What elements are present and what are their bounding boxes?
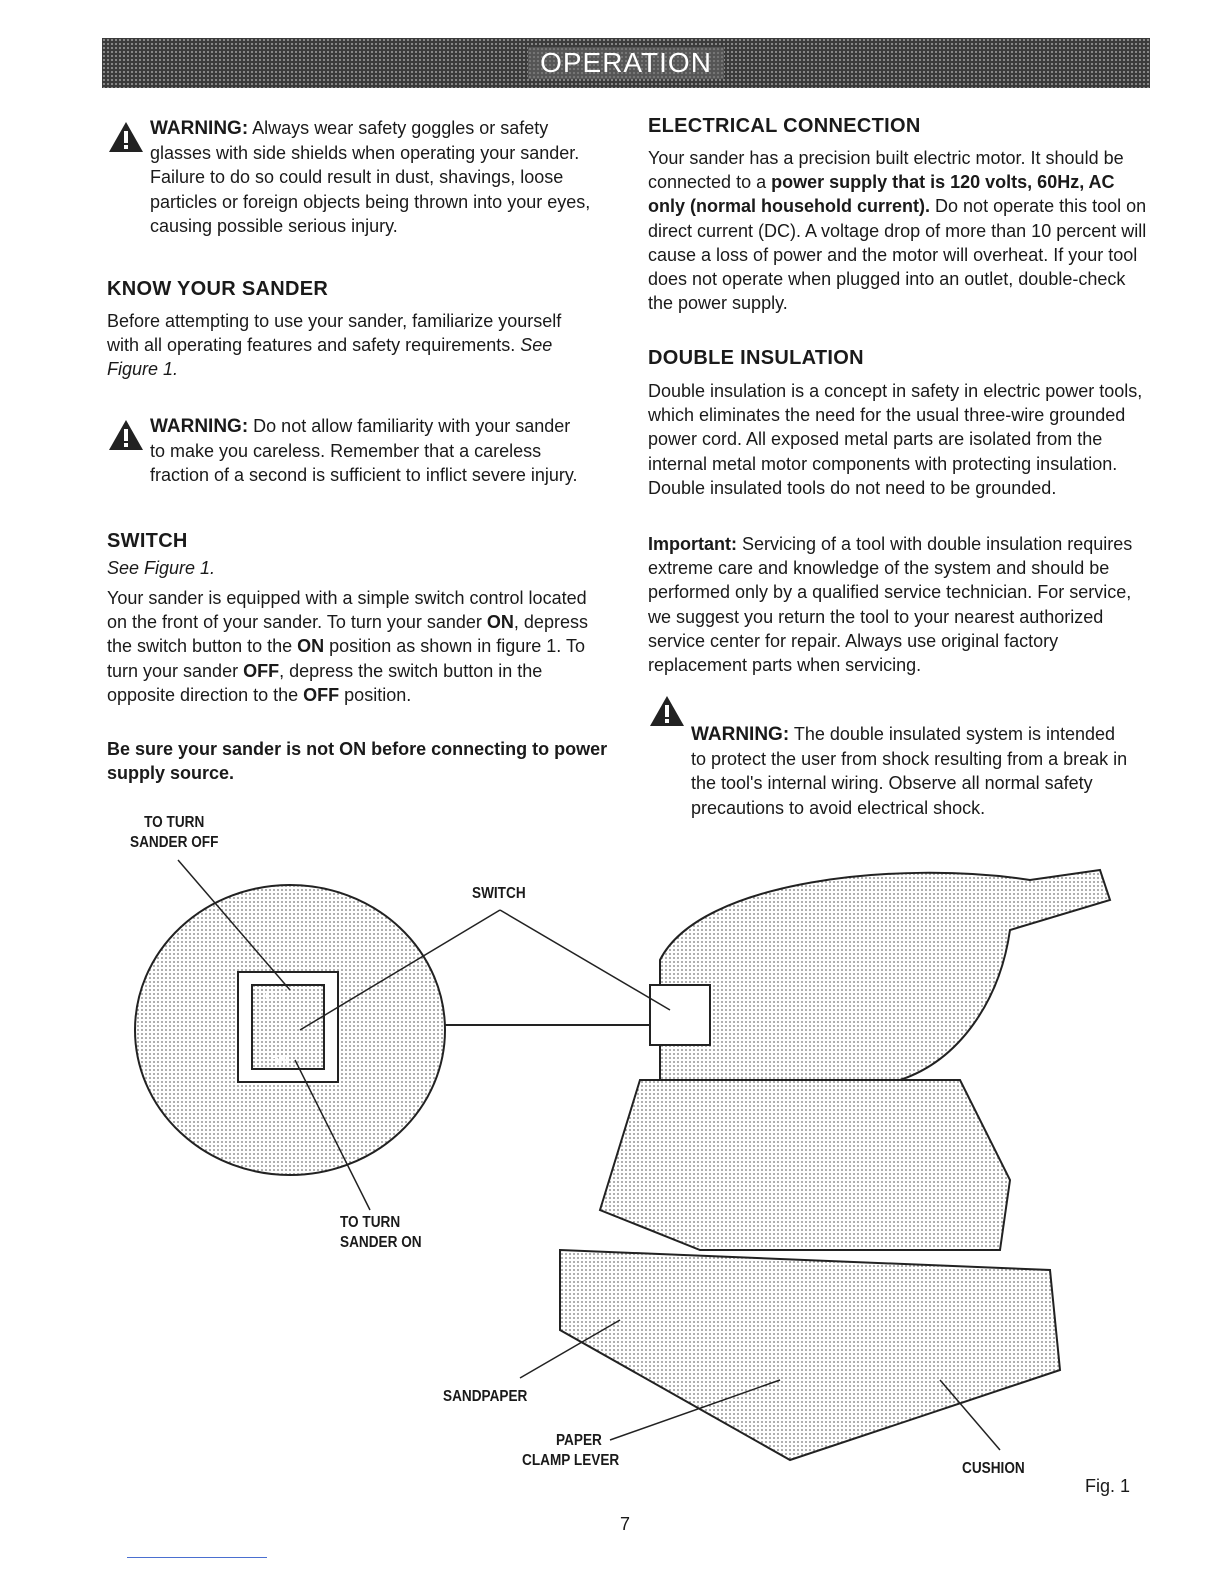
sander-body bbox=[559, 868, 1112, 1462]
heading-know-your-sander: KNOW YOUR SANDER bbox=[107, 278, 329, 300]
heading-double-insulation: DOUBLE INSULATION bbox=[648, 347, 864, 369]
label-sandpaper: SANDPAPER bbox=[443, 1388, 528, 1405]
warning-triangle-icon bbox=[109, 122, 143, 152]
double-insulation-text: Double insulation is a concept in safety… bbox=[648, 381, 1143, 498]
section-banner: OPERATION bbox=[102, 38, 1150, 88]
figure-caption: Fig. 1 bbox=[1085, 1476, 1131, 1496]
switch-caution: Be sure your sander is not ON before con… bbox=[107, 739, 608, 784]
heading-electrical-connection: ELECTRICAL CONNECTION bbox=[648, 115, 921, 137]
electrical-text: Your sander has a precision built electr… bbox=[648, 148, 1147, 314]
warning-triangle-icon bbox=[109, 420, 143, 450]
switch-text: Your sander is equipped with a simple sw… bbox=[107, 588, 588, 705]
sander-illustration: OFF ON bbox=[134, 859, 1112, 1462]
leader-lines bbox=[177, 859, 1001, 1451]
heading-switch: SWITCH bbox=[107, 530, 188, 552]
warning-goggles: WARNING: Always wear safety goggles or s… bbox=[150, 118, 591, 236]
warning-triangle-icon bbox=[650, 696, 684, 726]
switch-closeup bbox=[134, 884, 446, 1176]
know-sander-text: Before attempting to use your sander, fa… bbox=[107, 311, 562, 380]
footer-rule bbox=[127, 1557, 267, 1558]
page-number: 7 bbox=[620, 1514, 631, 1534]
switch-figure-ref: See Figure 1. bbox=[107, 558, 216, 578]
important-text: Important: Servicing of a tool with doub… bbox=[648, 534, 1133, 676]
warning-double-insulated: WARNING: The double insulated system is … bbox=[691, 724, 1128, 818]
switch-off-mark: OFF bbox=[265, 989, 289, 1003]
label-cushion: CUSHION bbox=[962, 1460, 1025, 1477]
warning-familiarity: WARNING: Do not allow familiarity with y… bbox=[150, 416, 578, 486]
section-title: OPERATION bbox=[528, 47, 724, 79]
switch-on-mark: ON bbox=[270, 1054, 288, 1068]
label-switch: SWITCH bbox=[472, 885, 526, 902]
